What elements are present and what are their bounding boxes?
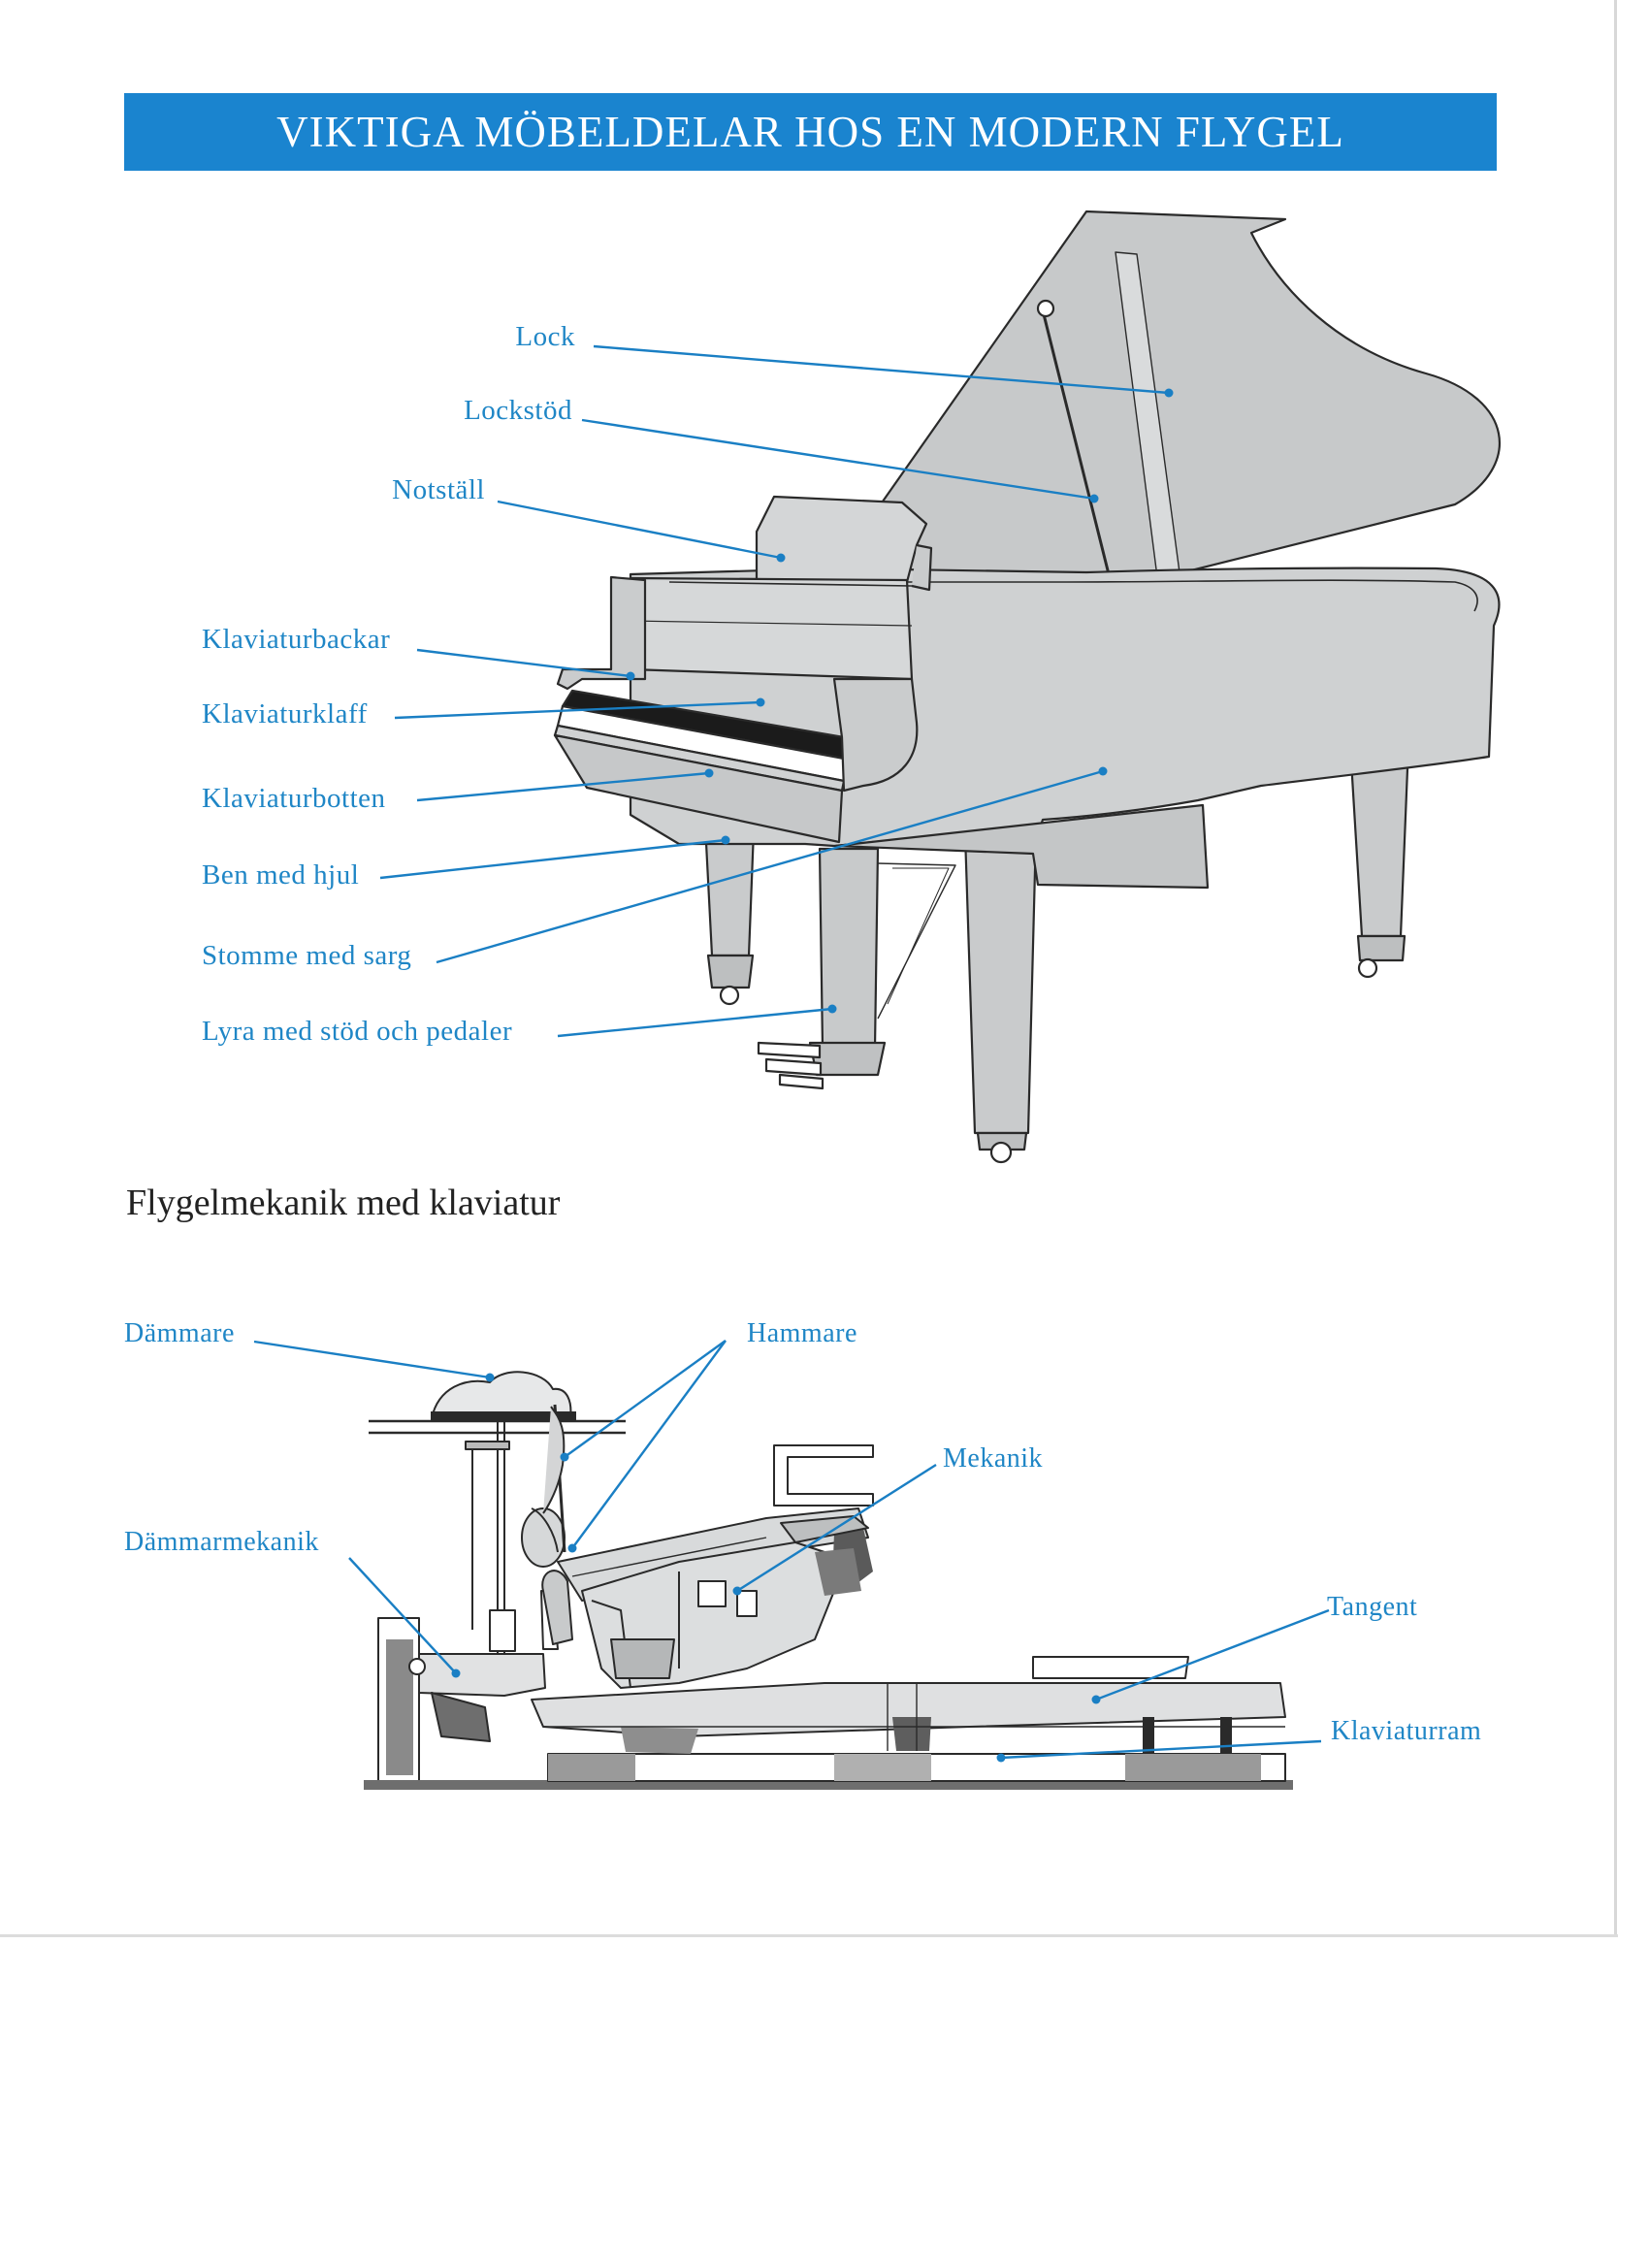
piano-leader-lines xyxy=(379,344,1174,1038)
label-dammarmekanik: Dämmarmekanik xyxy=(124,1527,319,1557)
label-hammare: Hammare xyxy=(747,1318,857,1348)
mechanism-labels: Dämmare Hammare Mekanik Dämmarmekanik Ta… xyxy=(124,1318,1481,1746)
page-title: VIKTIGA MÖBELDELAR HOS EN MODERN FLYGEL xyxy=(276,108,1344,156)
label-lock: Lock xyxy=(515,321,575,352)
mechanism-leader-lines xyxy=(253,1340,1330,1763)
label-klaviaturklaff: Klaviaturklaff xyxy=(202,698,368,729)
label-mekanik: Mekanik xyxy=(943,1443,1043,1474)
header-band: VIKTIGA MÖBELDELAR HOS EN MODERN FLYGEL xyxy=(124,93,1497,171)
scan-edge xyxy=(0,1934,1618,1937)
action-mechanism-illustration xyxy=(364,1371,1293,1790)
label-klaviaturbackar: Klaviaturbackar xyxy=(202,624,390,655)
label-lockstod: Lockstöd xyxy=(464,395,572,426)
grand-piano-illustration xyxy=(553,210,1502,1164)
label-ben-med-hjul: Ben med hjul xyxy=(202,859,359,891)
label-klaviaturram: Klaviaturram xyxy=(1331,1716,1481,1746)
label-dammare: Dämmare xyxy=(124,1318,235,1348)
label-lyra: Lyra med stöd och pedaler xyxy=(202,1016,512,1047)
label-stomme-med-sarg: Stomme med sarg xyxy=(202,940,411,971)
section-title: Flygelmekanik med klaviatur xyxy=(126,1183,561,1223)
scan-edge xyxy=(1614,0,1617,1936)
label-klaviaturbotten: Klaviaturbotten xyxy=(202,783,386,814)
label-notstall: Notställ xyxy=(392,474,485,505)
piano-labels: Lock Lockstöd Notställ Klaviaturbackar K… xyxy=(202,321,575,1047)
label-tangent: Tangent xyxy=(1327,1592,1417,1622)
